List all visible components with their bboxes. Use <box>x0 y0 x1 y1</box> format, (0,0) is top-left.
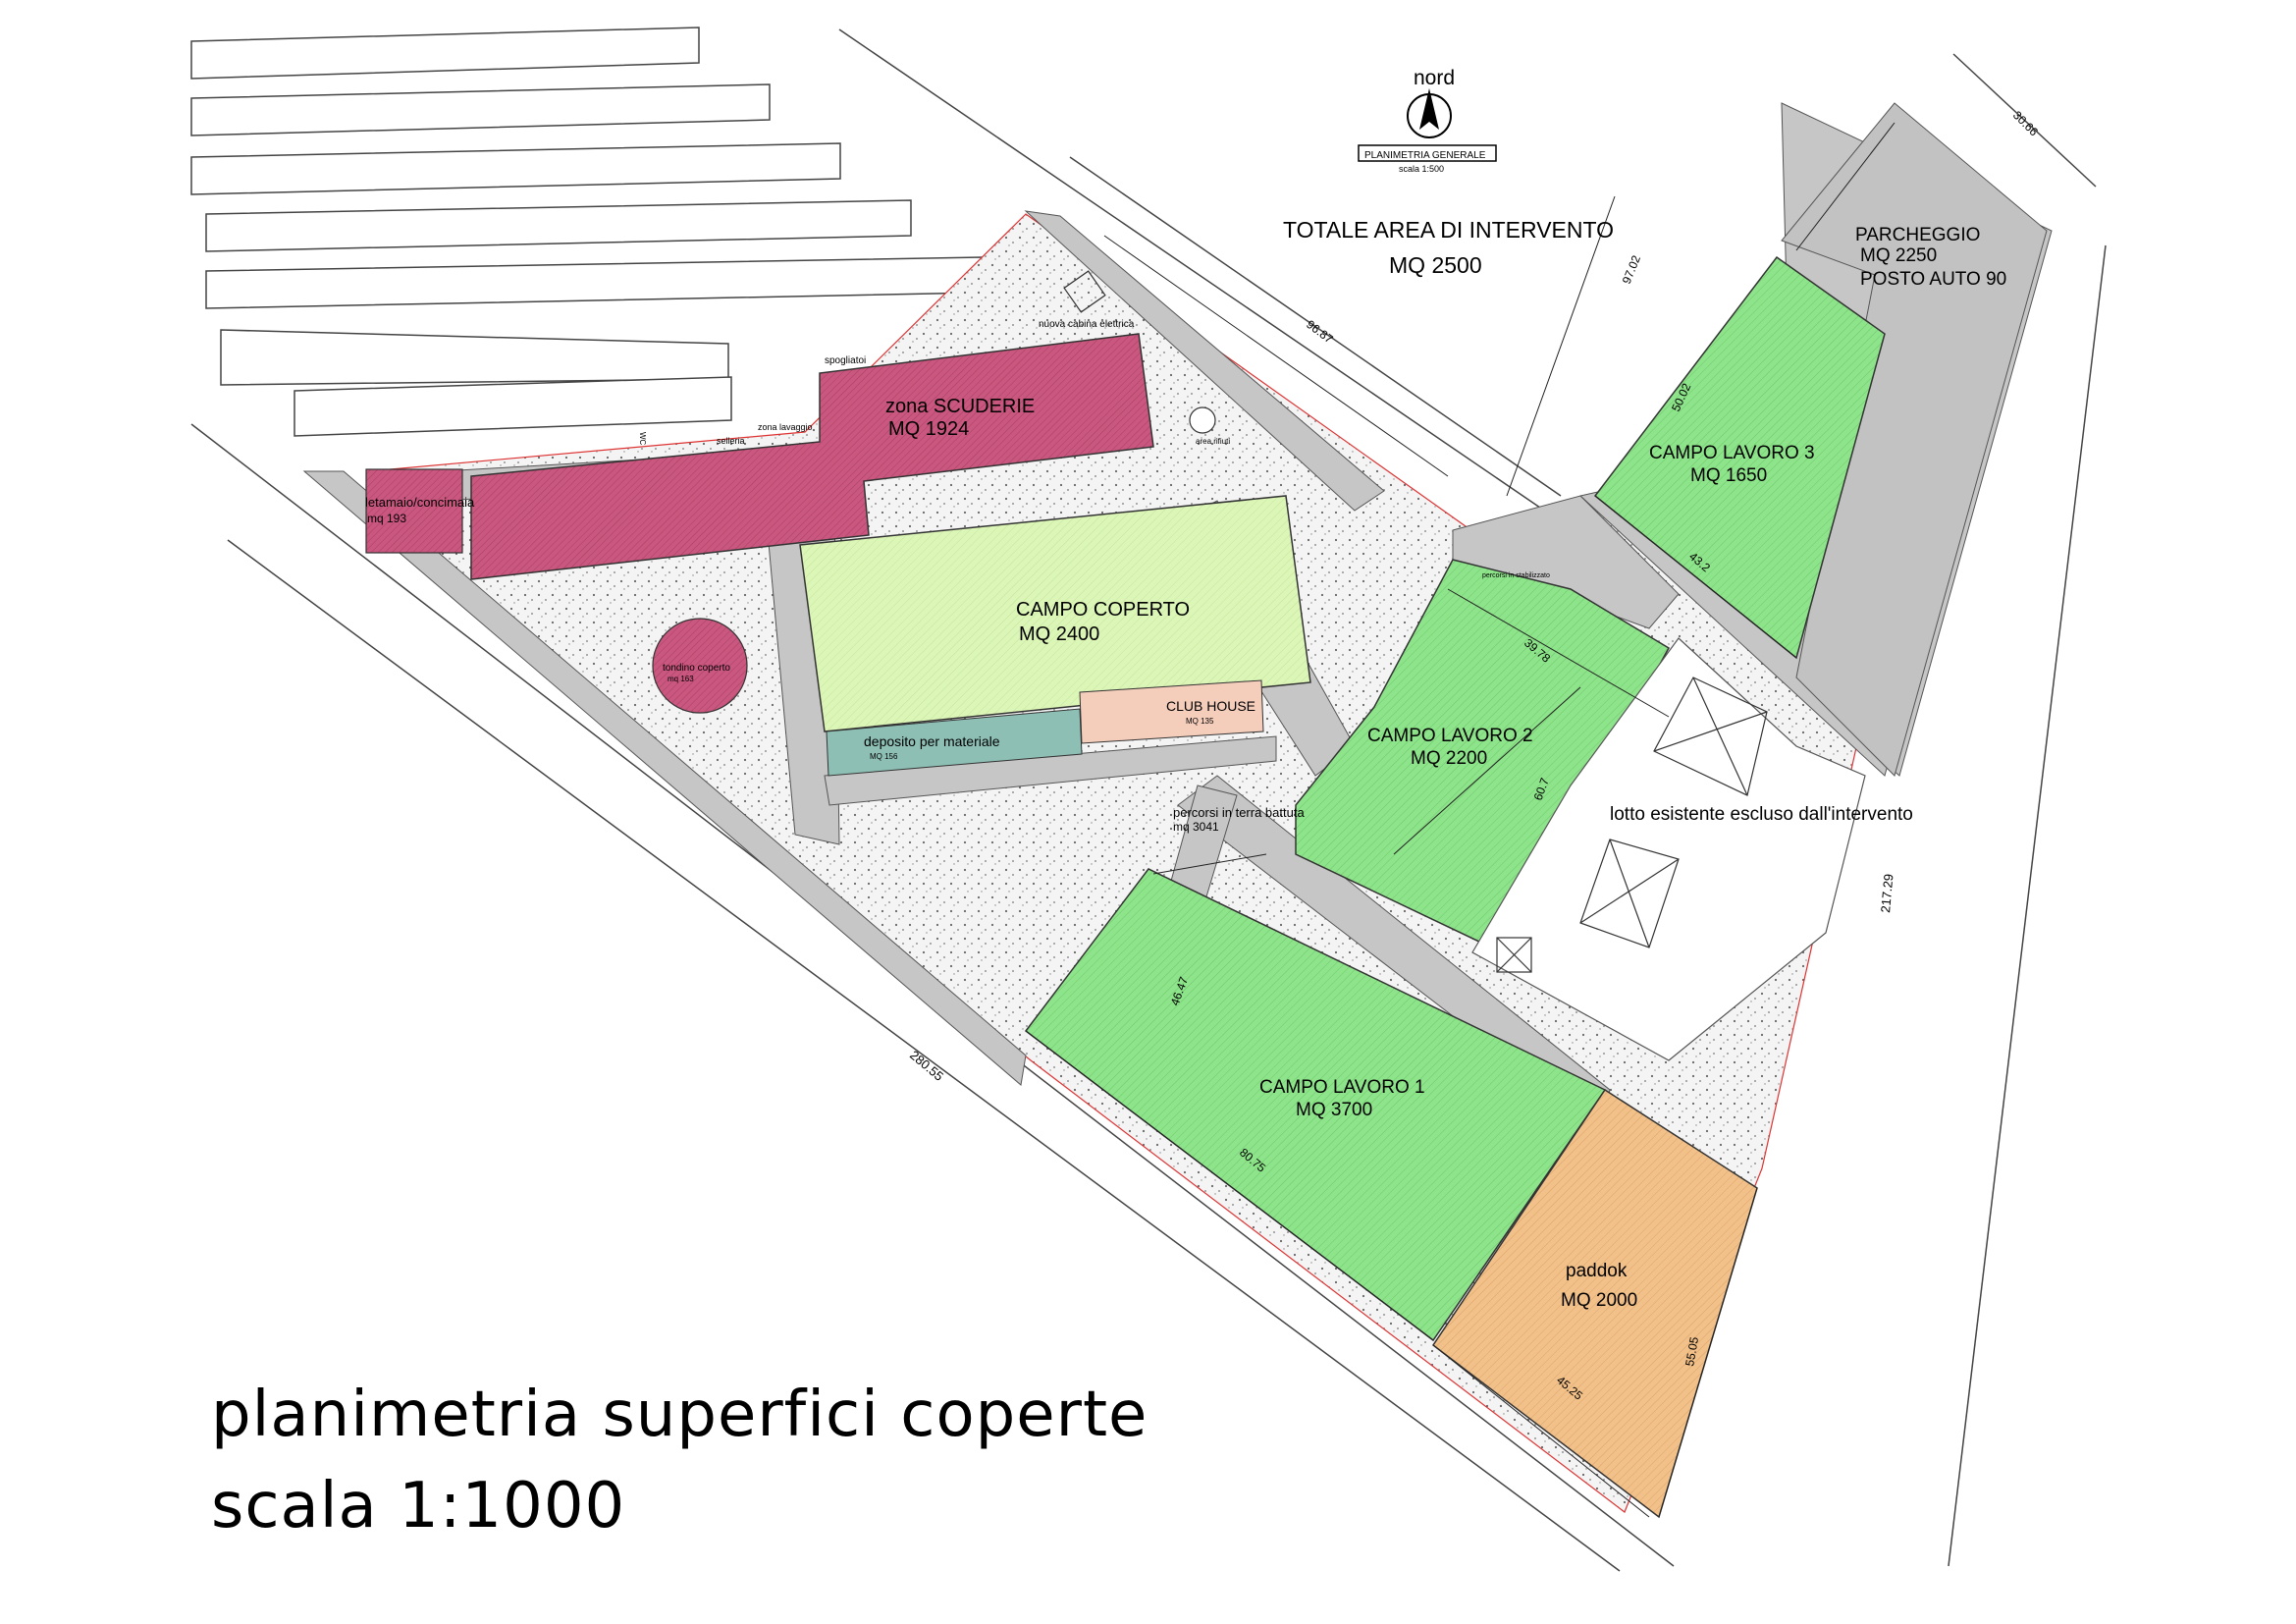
parcheggio-line2: MQ 2250 <box>1860 245 1937 266</box>
campo1-line2: MQ 3700 <box>1296 1100 1372 1120</box>
totale-line2: MQ 2500 <box>1389 252 1482 278</box>
deposito-area <box>826 708 1083 777</box>
spogliatoi-label: spogliatoi <box>825 355 866 366</box>
parcheggio-line3: POSTO AUTO 90 <box>1860 269 2006 290</box>
campo-coperto-line1: CAMPO COPERTO <box>1016 599 1190 621</box>
tondino-line1: tondino coperto <box>663 663 730 674</box>
campo-lavoro-2-area <box>1295 559 1671 953</box>
selleria-label: selleria <box>717 436 745 446</box>
percorsi-line2: mq 3041 <box>1173 820 1219 834</box>
title-line1: planimetria superfici coperte <box>211 1379 1148 1451</box>
dim-280-55: 280.55 <box>907 1048 946 1084</box>
tondino-line2: mq 163 <box>667 675 694 683</box>
cabina-label: nuova cabina elettrica <box>1039 319 1135 330</box>
scuderie-line1: zona SCUDERIE <box>885 396 1035 417</box>
dim-97-02: 97.02 <box>1620 253 1643 286</box>
parcheggio-area <box>1781 102 2048 777</box>
totale-line1: TOTALE AREA DI INTERVENTO <box>1283 217 1614 243</box>
wc-label: WC <box>638 432 647 446</box>
percorsi-line1: percorsi in terra battuta <box>1173 805 1305 820</box>
parcheggio-line1: PARCHEGGIO <box>1855 225 1980 245</box>
club-house-area <box>1079 679 1264 744</box>
club-house-line2: MQ 135 <box>1186 717 1214 726</box>
deposito-line2: MQ 156 <box>870 752 898 761</box>
scuderie-area <box>470 333 1154 580</box>
dim-217-29: 217.29 <box>1878 873 1896 913</box>
north-label: nord <box>1414 67 1455 89</box>
area-rifiuti-circle <box>1189 406 1216 434</box>
dimension-lines <box>1025 122 1896 1518</box>
deposito-line1: deposito per materiale <box>864 733 1000 749</box>
letamaio-area <box>365 468 463 554</box>
campo-coperto-line2: MQ 2400 <box>1019 623 1099 645</box>
letamaio-line2: mq 193 <box>367 512 406 525</box>
campo3-line1: CAMPO LAVORO 3 <box>1649 443 1815 463</box>
scuderie-line2: MQ 1924 <box>888 418 969 440</box>
dim-96-87: 96.87 <box>1304 317 1336 346</box>
letamaio-line1: letamaio/concimaia <box>365 495 475 510</box>
lotto-esistente-area <box>1471 637 1866 1061</box>
north-scale: scala 1:500 <box>1399 164 1444 174</box>
lotto-buildings <box>1063 270 1768 973</box>
zona-lavaggio-label: zona lavaggio <box>758 422 813 432</box>
percorsi-stabilizzato-label: percorsi in stabilizzato <box>1482 572 1550 579</box>
campo-coperto-area <box>799 495 1311 732</box>
north-arrow-icon <box>1407 88 1452 138</box>
existing-buildings <box>190 27 983 437</box>
campo2-line1: CAMPO LAVORO 2 <box>1367 726 1533 746</box>
campo1-line1: CAMPO LAVORO 1 <box>1259 1077 1425 1098</box>
north-caption: PLANIMETRIA GENERALE <box>1364 150 1486 161</box>
club-house-line1: CLUB HOUSE <box>1166 698 1255 714</box>
title-line2: scala 1:1000 <box>211 1470 625 1543</box>
paddok-line2: MQ 2000 <box>1561 1290 1637 1311</box>
campo3-line2: MQ 1650 <box>1690 465 1767 486</box>
north-caption-box <box>1358 144 1497 162</box>
paddok-line1: paddok <box>1566 1261 1628 1281</box>
area-rifiuti-label: area rifiuti <box>1196 437 1230 446</box>
campo2-line2: MQ 2200 <box>1411 748 1487 769</box>
tondino-area <box>652 618 748 714</box>
dim-30-66: 30.66 <box>2010 108 2041 138</box>
dim-55-05: 55.05 <box>1682 1335 1701 1367</box>
lotto-label: lotto esistente escluso dall'intervento <box>1610 804 1913 825</box>
